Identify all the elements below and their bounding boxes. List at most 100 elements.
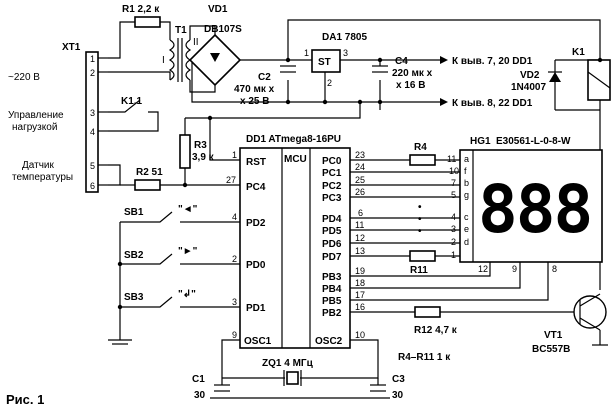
hg-seg-e: e <box>464 224 469 234</box>
pin-pb2: PB2 <box>322 308 342 319</box>
dd1-label: DD1 ATmega8-16PU <box>246 134 341 145</box>
temp-sensor-line2: температуры <box>12 172 73 183</box>
xt1-pin-4: 4 <box>90 127 95 137</box>
pin-num-pc0: 23 <box>355 150 365 160</box>
pin-num-pb2: 16 <box>355 302 365 312</box>
dd1-mcu: DD1 ATmega8-16PU MCU <box>239 134 351 349</box>
k1-label: K1 <box>572 47 585 58</box>
vd2-label: VD2 <box>520 70 540 81</box>
pin-num-pd7: 13 <box>355 246 365 256</box>
sb3-label: SB3 <box>124 292 144 303</box>
pin-num-pd4: 6 <box>358 208 363 218</box>
r4-r11-note: R4–R11 1 к <box>398 352 451 363</box>
pin-num-rst: 1 <box>232 150 237 160</box>
c2-value1: 470 мк х <box>234 84 275 95</box>
xt1-pin-2: 2 <box>90 68 95 78</box>
c1-label: C1 <box>192 374 205 385</box>
out2-label: К выв. 8, 22 DD1 <box>452 98 533 109</box>
t1-transformer: T1 I II <box>162 25 199 82</box>
k1-contact-label: K1.1 <box>121 96 143 107</box>
pin-pc4: PC4 <box>246 182 266 193</box>
temp-sensor-line1: Датчик <box>22 160 54 171</box>
da1-pin-2: 2 <box>327 78 332 88</box>
hg-pin-3: 3 <box>451 224 456 234</box>
sb3-button: SB3 "↲" <box>124 289 196 308</box>
pin-num-osc2: 10 <box>355 330 365 340</box>
pin-osc2: OSC2 <box>315 336 343 347</box>
xt1-pin-1: 1 <box>90 54 95 64</box>
hg-common-8: 8 <box>552 264 557 274</box>
pin-num-pb4: 18 <box>355 278 365 288</box>
t1-label: T1 <box>175 25 187 36</box>
pin-osc1: OSC1 <box>244 336 272 347</box>
pin-pd6: PD6 <box>322 239 342 250</box>
pin-pc1: PC1 <box>322 168 342 179</box>
dd1-left-pins: 1 RST 27 PC4 4 PD2 2 PD0 3 PD1 9 OSC1 <box>226 150 272 347</box>
xt1-pin-3: 3 <box>90 108 95 118</box>
c4-value2: х 16 В <box>396 80 425 91</box>
hg-seg-g: g <box>464 190 469 200</box>
pin-pd2: PD2 <box>246 218 266 229</box>
vd1-part: DB107S <box>204 24 242 35</box>
vd1-label: VD1 <box>208 4 228 15</box>
c1-value: 30 <box>194 390 206 401</box>
hg1-label: HG1 <box>470 136 491 147</box>
pin-num-pc3: 26 <box>355 187 365 197</box>
xt1-pin-6: 6 <box>90 181 95 191</box>
dot-1: • <box>418 202 422 213</box>
wires <box>98 19 601 399</box>
hg-seg-a: a <box>464 154 469 164</box>
pin-num-pc2: 25 <box>355 175 365 185</box>
t1-secondary-label: II <box>193 37 199 48</box>
hg-common-9: 9 <box>512 264 517 274</box>
sb1-symbol: "◄" <box>178 204 198 215</box>
hg-pin-7: 7 <box>451 178 456 188</box>
c4-label: C4 <box>395 56 408 67</box>
pin-pd5: PD5 <box>322 226 342 237</box>
zq1-crystal: ZQ1 4 МГц <box>262 358 314 386</box>
pin-num-pd0: 2 <box>232 254 237 264</box>
pin-pb4: PB4 <box>322 284 342 295</box>
hg1-part: E30561-L-0-8-W <box>496 136 571 147</box>
hg1-digits: 888 <box>478 171 591 248</box>
pin-pc3: PC3 <box>322 193 342 204</box>
c2-capacitor: C2 470 мк х х 25 В <box>234 65 296 107</box>
r4-resistor <box>409 154 436 166</box>
da1-label: DA1 7805 <box>322 32 367 43</box>
da1-pin-3: 3 <box>343 48 348 58</box>
c2-value2: х 25 В <box>240 96 269 107</box>
pin-rst: RST <box>246 157 266 168</box>
hg1-display: HG1 E30561-L-0-8-W 888 11 a 10 f 7 b 5 g… <box>447 136 603 274</box>
sb3-symbol: "↲" <box>178 289 196 300</box>
vt1-label: VT1 <box>544 330 563 341</box>
c1-capacitor: C1 30 <box>192 374 230 401</box>
r1-label: R1 2,2 к <box>122 4 160 15</box>
r11-label: R11 <box>410 265 428 276</box>
sb1-button: SB1 "◄" <box>124 204 198 223</box>
r1-resistor <box>134 16 161 28</box>
pin-pd0: PD0 <box>246 260 266 271</box>
pin-pd4: PD4 <box>322 214 342 225</box>
hg-seg-c: c <box>464 212 469 222</box>
r3-value: 3,9 к <box>192 152 215 163</box>
dot-2: • <box>418 214 422 225</box>
hg-seg-d: d <box>464 237 469 247</box>
c2-label: C2 <box>258 72 271 83</box>
pin-pc2: PC2 <box>322 181 342 192</box>
sb2-label: SB2 <box>124 250 144 261</box>
hg-pin-4: 4 <box>451 212 456 222</box>
pin-num-pd6: 12 <box>355 233 365 243</box>
mains-label: ~220 В <box>8 72 40 83</box>
hg-pin-2: 2 <box>451 237 456 247</box>
load-control-line1: Управление <box>8 110 64 121</box>
c3-label: C3 <box>392 374 405 385</box>
xt1-pin-5: 5 <box>90 161 95 171</box>
r3-label: R3 <box>194 140 207 151</box>
r12-resistor <box>414 306 441 318</box>
c4-value1: 220 мк х <box>392 68 433 79</box>
figure-caption: Рис. 1 <box>6 392 44 407</box>
c4-capacitor: C4 220 мк х х 16 В <box>372 56 433 91</box>
pin-num-pd2: 4 <box>232 212 237 222</box>
da1-box-label: ST <box>318 57 331 68</box>
